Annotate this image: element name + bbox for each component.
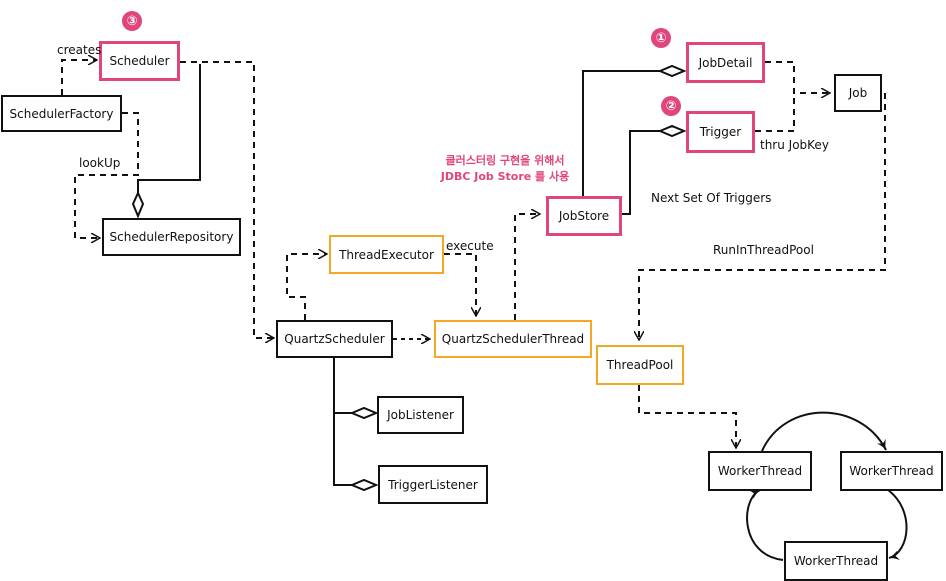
job-listener-label: JobListener (387, 408, 454, 422)
execute-label: execute (446, 239, 494, 253)
worker-thread-node: WorkerThread (784, 541, 888, 581)
worker-thread-node: WorkerThread (840, 451, 943, 491)
trigger-node: Trigger (686, 111, 755, 153)
clustering-note: 클러스터링 구현을 위해서 JDBC Job Store 를 사용 (440, 153, 570, 185)
badge-3: ③ (122, 11, 142, 31)
worker-thread-label: WorkerThread (849, 464, 934, 478)
run-in-thread-pool-label: RunInThreadPool (713, 243, 814, 257)
job-store-label: JobStore (558, 209, 610, 223)
trigger-listener-node: TriggerListener (378, 465, 488, 504)
job-listener-node: JobListener (377, 396, 464, 434)
scheduler-label: Scheduler (109, 54, 170, 68)
scheduler-factory-node: SchedulerFactory (1, 95, 122, 132)
job-store-node: JobStore (546, 196, 622, 236)
lookup-label: lookUp (79, 156, 121, 170)
quartz-scheduler-label: QuartzScheduler (284, 332, 385, 346)
badge-1: ① (651, 28, 671, 48)
scheduler-factory-label: SchedulerFactory (9, 106, 114, 121)
quartz-scheduler-thread-node: QuartzSchedulerThread (434, 320, 592, 358)
thread-pool-label: ThreadPool (606, 358, 674, 372)
thru-jobkey-label: thru JobKey (760, 138, 829, 152)
badge-2: ② (661, 96, 681, 116)
job-node: Job (834, 74, 882, 112)
job-label: Job (848, 86, 868, 100)
next-set-label: Next Set Of Triggers (651, 191, 772, 205)
scheduler-repository-node: SchedulerRepository (102, 218, 241, 256)
clustering-note-line1: 클러스터링 구현을 위해서 (445, 154, 565, 167)
thread-executor-node: ThreadExecutor (329, 235, 444, 274)
job-detail-node: JobDetail (686, 42, 765, 83)
scheduler-node: Scheduler (99, 41, 180, 81)
worker-thread-label: WorkerThread (793, 554, 879, 568)
quartz-scheduler-node: QuartzScheduler (276, 320, 393, 358)
worker-thread-node: WorkerThread (708, 451, 812, 491)
scheduler-repository-label: SchedulerRepository (109, 230, 234, 244)
job-detail-label: JobDetail (698, 55, 753, 70)
thread-executor-label: ThreadExecutor (339, 247, 434, 262)
trigger-label: Trigger (699, 125, 742, 139)
clustering-note-line2: JDBC Job Store 를 사용 (440, 170, 570, 183)
worker-thread-label: WorkerThread (717, 464, 803, 478)
thread-pool-node: ThreadPool (596, 345, 684, 385)
creates-label: creates (57, 43, 102, 57)
quartz-scheduler-thread-label: QuartzSchedulerThread (441, 332, 585, 346)
trigger-listener-label: TriggerListener (388, 477, 478, 492)
